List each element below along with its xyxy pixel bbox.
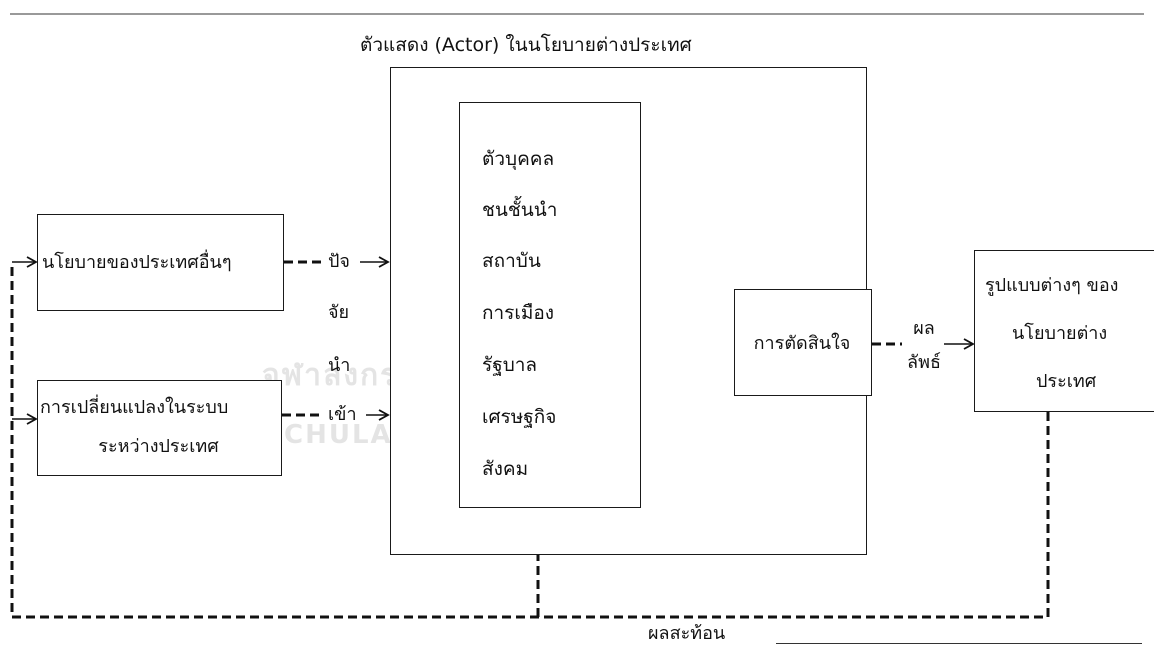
actor-item-individual: ตัวบุคคล bbox=[482, 148, 555, 170]
input-intl-change-line2: ระหว่างประเทศ bbox=[98, 436, 219, 457]
actor-item-institution: สถาบัน bbox=[482, 250, 541, 272]
output-policy-forms-line1: รูปแบบต่างๆ ของ bbox=[985, 275, 1119, 296]
input-other-policy-box: นโยบายของประเทศอื่นๆ bbox=[37, 214, 284, 311]
input-intl-change-box: การเปลี่ยนแปลงในระบบ ระหว่างประเทศ bbox=[37, 380, 282, 476]
output-policy-forms-box: รูปแบบต่างๆ ของ นโยบายต่าง ประเทศ bbox=[974, 250, 1154, 412]
input-factor-label-3: นำ bbox=[328, 355, 351, 376]
outcome-label-2: ลัพธ์ bbox=[907, 352, 941, 373]
actor-item-society: สังคม bbox=[482, 458, 529, 480]
diagram-title: ตัวแสดง (Actor) ในนโยบายต่างประเทศ bbox=[360, 34, 692, 56]
input-other-policy-label: นโยบายของประเทศอื่นๆ bbox=[42, 252, 232, 273]
actor-item-government: รัฐบาล bbox=[482, 354, 538, 376]
decision-label: การตัดสินใจ bbox=[753, 333, 851, 354]
output-policy-forms-line3: ประเทศ bbox=[1036, 371, 1097, 392]
input-intl-change-line1: การเปลี่ยนแปลงในระบบ bbox=[40, 397, 229, 418]
feedback-underline bbox=[776, 643, 1142, 644]
outcome-label-1: ผล bbox=[913, 318, 935, 339]
input-factor-label-1: ปัจ bbox=[328, 251, 350, 272]
feedback-loop bbox=[10, 262, 1050, 619]
actor-list-box: ตัวบุคคล ชนชั้นนำ สถาบัน การเมือง รัฐบาล… bbox=[459, 102, 641, 508]
decision-box: การตัดสินใจ bbox=[734, 289, 872, 396]
feedback-label: ผลสะท้อน bbox=[648, 623, 726, 644]
input-factor-label-4: เข้า bbox=[328, 404, 357, 425]
actor-item-elite: ชนชั้นนำ bbox=[482, 199, 558, 221]
output-policy-forms-line2: นโยบายต่าง bbox=[1012, 323, 1108, 344]
input-factor-label-2: จัย bbox=[328, 302, 350, 323]
actor-item-politics: การเมือง bbox=[482, 302, 555, 324]
actor-item-economy: เศรษฐกิจ bbox=[482, 406, 557, 428]
